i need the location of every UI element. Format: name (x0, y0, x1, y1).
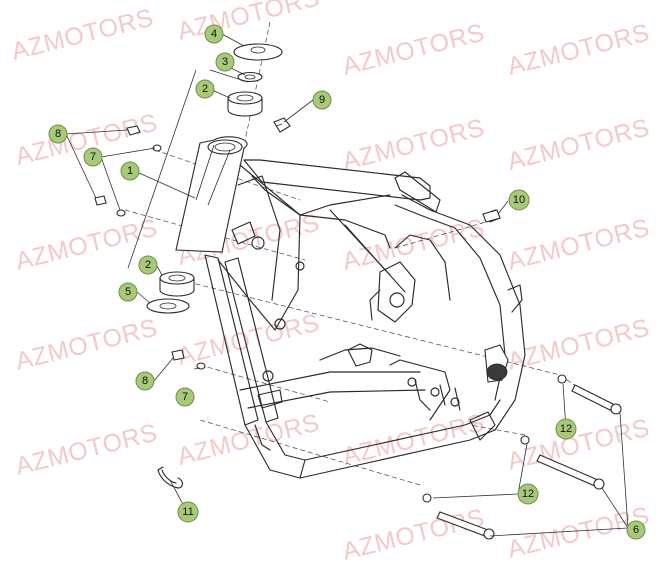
callout-8[interactable]: 8 (135, 371, 155, 391)
watermark: AZMOTORS (175, 309, 323, 371)
watermark: AZMOTORS (505, 314, 653, 376)
callout-number: 8 (142, 375, 148, 387)
callout-4[interactable]: 4 (204, 24, 224, 44)
callout-8[interactable]: 8 (48, 124, 68, 144)
callout-7[interactable]: 7 (83, 147, 103, 167)
cable-clamp-part (157, 466, 184, 489)
callout-number: 4 (211, 28, 217, 40)
callout-number: 8 (55, 128, 61, 140)
watermark-layer: AZMOTORS AZMOTORS AZMOTORS AZMOTORS AZMO… (9, 0, 653, 561)
callout-9[interactable]: 9 (312, 90, 332, 110)
callout-5[interactable]: 5 (118, 282, 138, 302)
callout-number: 12 (522, 488, 534, 500)
watermark: AZMOTORS (340, 504, 488, 561)
bolt-part (126, 125, 141, 136)
spacer-part (422, 493, 432, 503)
callout-number: 3 (222, 56, 228, 68)
spacer-part (557, 374, 567, 384)
watermark: AZMOTORS (340, 409, 488, 471)
spacer-part (520, 435, 530, 445)
callout-7[interactable]: 7 (175, 387, 195, 407)
callout-number: 10 (513, 194, 525, 206)
watermark: AZMOTORS (505, 114, 653, 176)
callout-labels: 4 3 2 9 8 7 1 2 5 10 8 7 12 12 6 11 (48, 24, 646, 540)
callout-number: 2 (145, 259, 151, 271)
callout-1[interactable]: 1 (120, 161, 140, 181)
callout-11[interactable]: 11 (177, 501, 199, 523)
callout-number: 1 (127, 165, 133, 177)
callout-number: 7 (90, 151, 96, 163)
lower-seal-part (146, 298, 190, 314)
long-bolt-part (536, 454, 605, 490)
small-bolt-part (482, 209, 501, 223)
bolt-part (94, 195, 107, 206)
watermark: AZMOTORS (13, 314, 161, 376)
callout-6[interactable]: 6 (626, 520, 646, 540)
motorcycle-frame (175, 136, 526, 479)
callout-number: 9 (319, 94, 325, 106)
callout-2[interactable]: 2 (195, 79, 215, 99)
axle-bolts (157, 209, 622, 540)
dust-cap-part (233, 43, 283, 61)
bolt-part (171, 349, 185, 361)
callout-12[interactable]: 12 (555, 418, 577, 440)
callout-number: 2 (202, 83, 208, 95)
callout-number: 7 (182, 391, 188, 403)
callout-2[interactable]: 2 (138, 255, 158, 275)
callout-leaders (65, 33, 629, 537)
steering-head-bearing-stack (94, 43, 291, 314)
small-bracket-part (273, 117, 291, 133)
watermark: AZMOTORS (175, 0, 323, 46)
watermark: AZMOTORS (13, 214, 161, 276)
watermark: AZMOTORS (505, 214, 653, 276)
watermark: AZMOTORS (13, 419, 161, 481)
callout-12[interactable]: 12 (517, 483, 539, 505)
lower-bearing-part (159, 271, 195, 297)
small-washer-part (196, 362, 206, 370)
watermark: AZMOTORS (9, 4, 157, 66)
upper-bearing-part (227, 91, 263, 117)
callout-number: 12 (560, 423, 572, 435)
watermark: AZMOTORS (175, 409, 323, 471)
long-bolt-part (436, 511, 495, 540)
callout-number: 5 (125, 286, 131, 298)
watermark: AZMOTORS (340, 114, 488, 176)
small-washer-part (116, 209, 126, 217)
long-bolt-part (571, 384, 622, 415)
callout-number: 6 (633, 524, 639, 536)
watermark: AZMOTORS (505, 19, 653, 81)
callout-number: 11 (182, 506, 193, 518)
callout-3[interactable]: 3 (215, 52, 235, 72)
watermark: AZMOTORS (340, 19, 488, 81)
callout-10[interactable]: 10 (508, 189, 530, 211)
